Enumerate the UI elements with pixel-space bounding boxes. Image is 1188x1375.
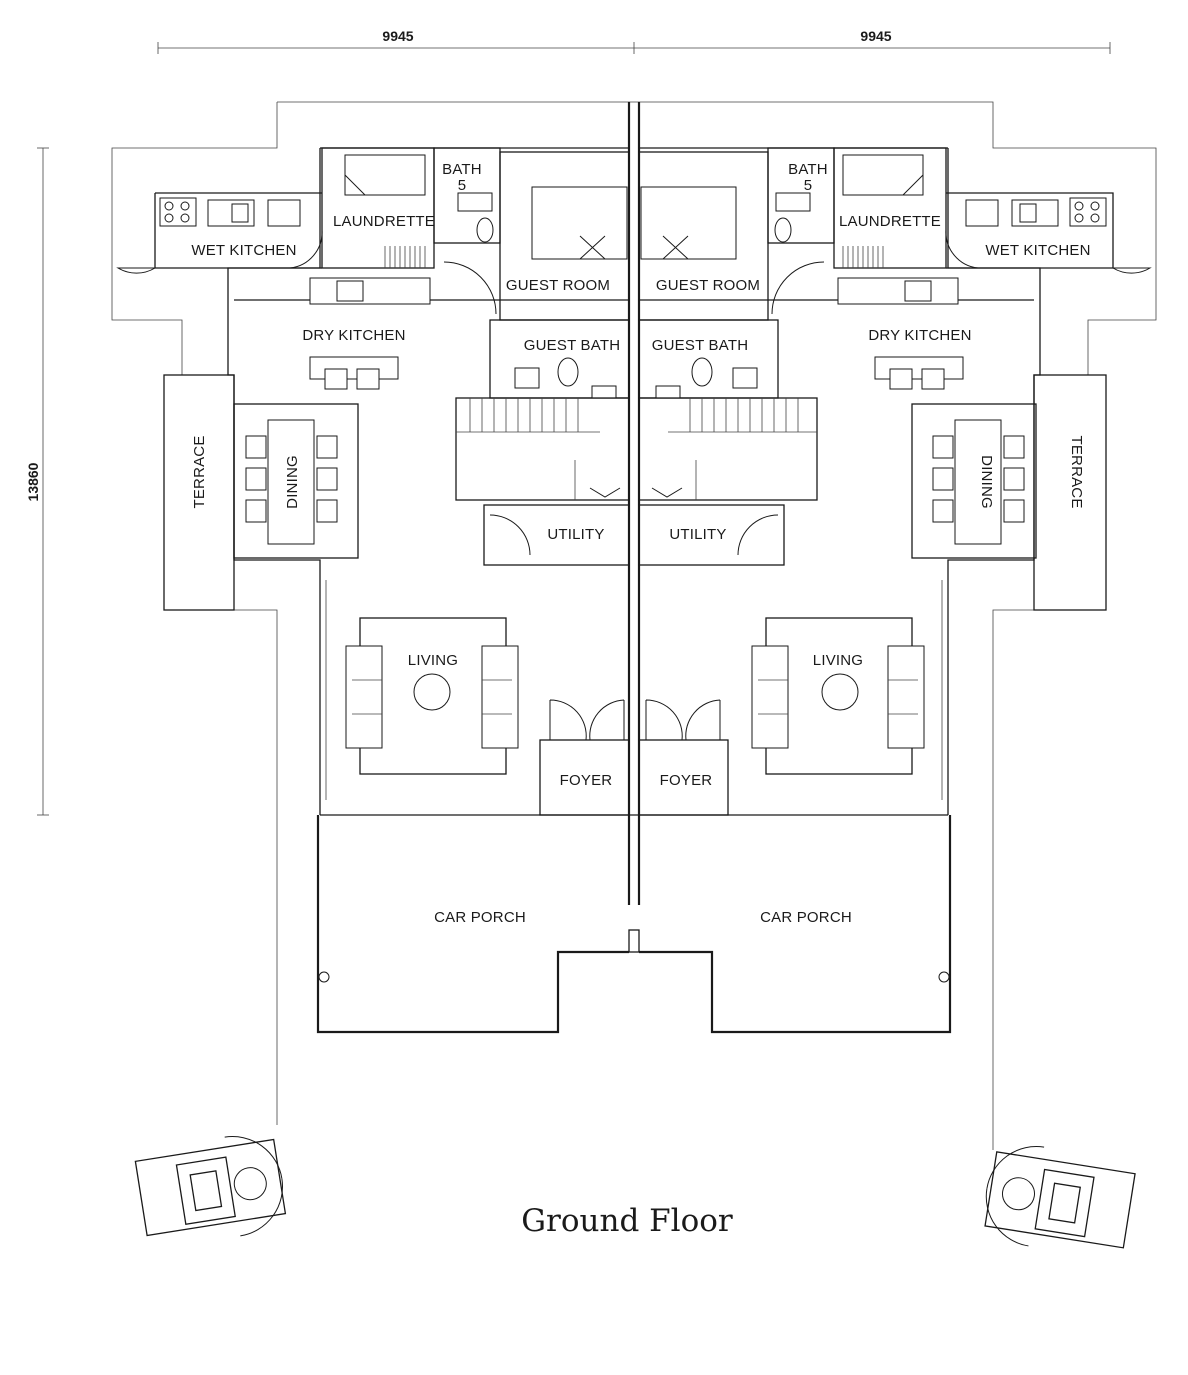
floor-title: Ground Floor (521, 1203, 733, 1239)
laundrette-bath-fixtures (321, 147, 947, 269)
label-dry-kitchen-right: DRY KITCHEN (868, 327, 971, 344)
label-dining-left: DINING (284, 455, 301, 509)
dimension-lines (37, 42, 1111, 816)
label-bath5-right-line1: BATH (788, 161, 828, 178)
label-guest-bath-right: GUEST BATH (652, 337, 748, 354)
dry-kitchen-fixtures (309, 277, 964, 390)
label-bath5-left-line2: 5 (458, 177, 467, 194)
gate-house-right (984, 1146, 1136, 1249)
label-car-porch-left: CAR PORCH (434, 909, 526, 926)
label-terrace-right: TERRACE (1068, 435, 1085, 508)
label-dry-kitchen-left: DRY KITCHEN (302, 327, 405, 344)
label-wet-kitchen-right: WET KITCHEN (985, 242, 1090, 259)
label-living-right: LIVING (813, 652, 863, 669)
stair-treads-right (842, 246, 884, 268)
foyer-fixtures (539, 699, 729, 816)
label-bath5-right-line2: 5 (804, 177, 813, 194)
label-dining-right: DINING (978, 455, 995, 509)
party-wall (627, 102, 641, 953)
living-fixtures (325, 580, 943, 800)
label-foyer-right: FOYER (660, 772, 713, 789)
label-guest-room-right: GUEST ROOM (656, 277, 760, 294)
label-bath5-left-line1: BATH (442, 161, 482, 178)
label-guest-bath-left: GUEST BATH (524, 337, 620, 354)
label-car-porch-right: CAR PORCH (760, 909, 852, 926)
wet-kitchen-fixtures (116, 197, 1152, 274)
dining-fixtures (233, 403, 1037, 559)
dimension-depth: 13860 (25, 462, 41, 501)
label-laundrette-left: LAUNDRETTE (333, 213, 435, 230)
label-living-left: LIVING (408, 652, 458, 669)
stair-treads-left (384, 246, 426, 268)
utility-room-outlines (483, 504, 785, 566)
staircase (455, 397, 818, 501)
label-foyer-left: FOYER (560, 772, 613, 789)
dimension-width-right: 9945 (860, 28, 891, 44)
label-laundrette-right: LAUNDRETTE (839, 213, 941, 230)
guest-room-fixtures (443, 151, 825, 321)
label-utility-right: UTILITY (669, 526, 726, 543)
car-porch-outline (316, 815, 952, 1034)
plot-boundary (111, 101, 1157, 1150)
guest-bath-fixtures (489, 319, 779, 399)
label-wet-kitchen-left: WET KITCHEN (191, 242, 296, 259)
dimension-width-left: 9945 (382, 28, 413, 44)
label-guest-room-left: GUEST ROOM (506, 277, 610, 294)
gate-house-left (134, 1136, 287, 1237)
label-terrace-left: TERRACE (191, 435, 208, 508)
label-utility-left: UTILITY (547, 526, 604, 543)
